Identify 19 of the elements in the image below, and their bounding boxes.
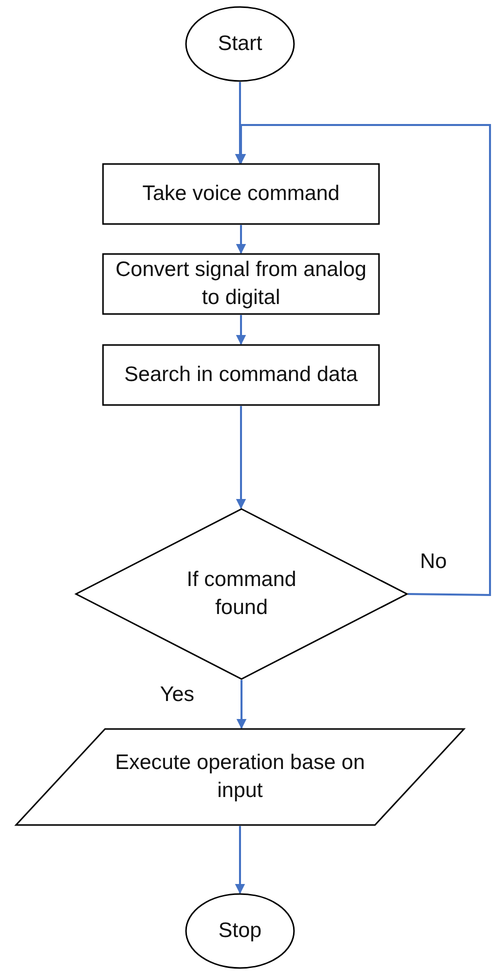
node-text: Search in command data (124, 362, 358, 388)
arrow (236, 680, 246, 729)
node-text: If command found (186, 566, 298, 621)
node-text: Convert signal from analog to digital (114, 256, 368, 311)
arrow (235, 826, 245, 894)
process-box (102, 163, 380, 225)
arrow (236, 315, 246, 345)
decision-diamond (75, 508, 408, 680)
node-text: Take voice command (142, 180, 340, 207)
arrow (236, 406, 246, 509)
io-parallelogram (15, 728, 465, 826)
arrow (236, 225, 246, 254)
node-text: Stop (218, 918, 262, 944)
node-text: Execute operation base on input (114, 750, 366, 804)
node-text: Start (218, 30, 262, 57)
terminal-oval (185, 893, 295, 969)
process-box (102, 253, 380, 315)
terminal-oval (185, 6, 295, 82)
process-box (102, 344, 380, 406)
